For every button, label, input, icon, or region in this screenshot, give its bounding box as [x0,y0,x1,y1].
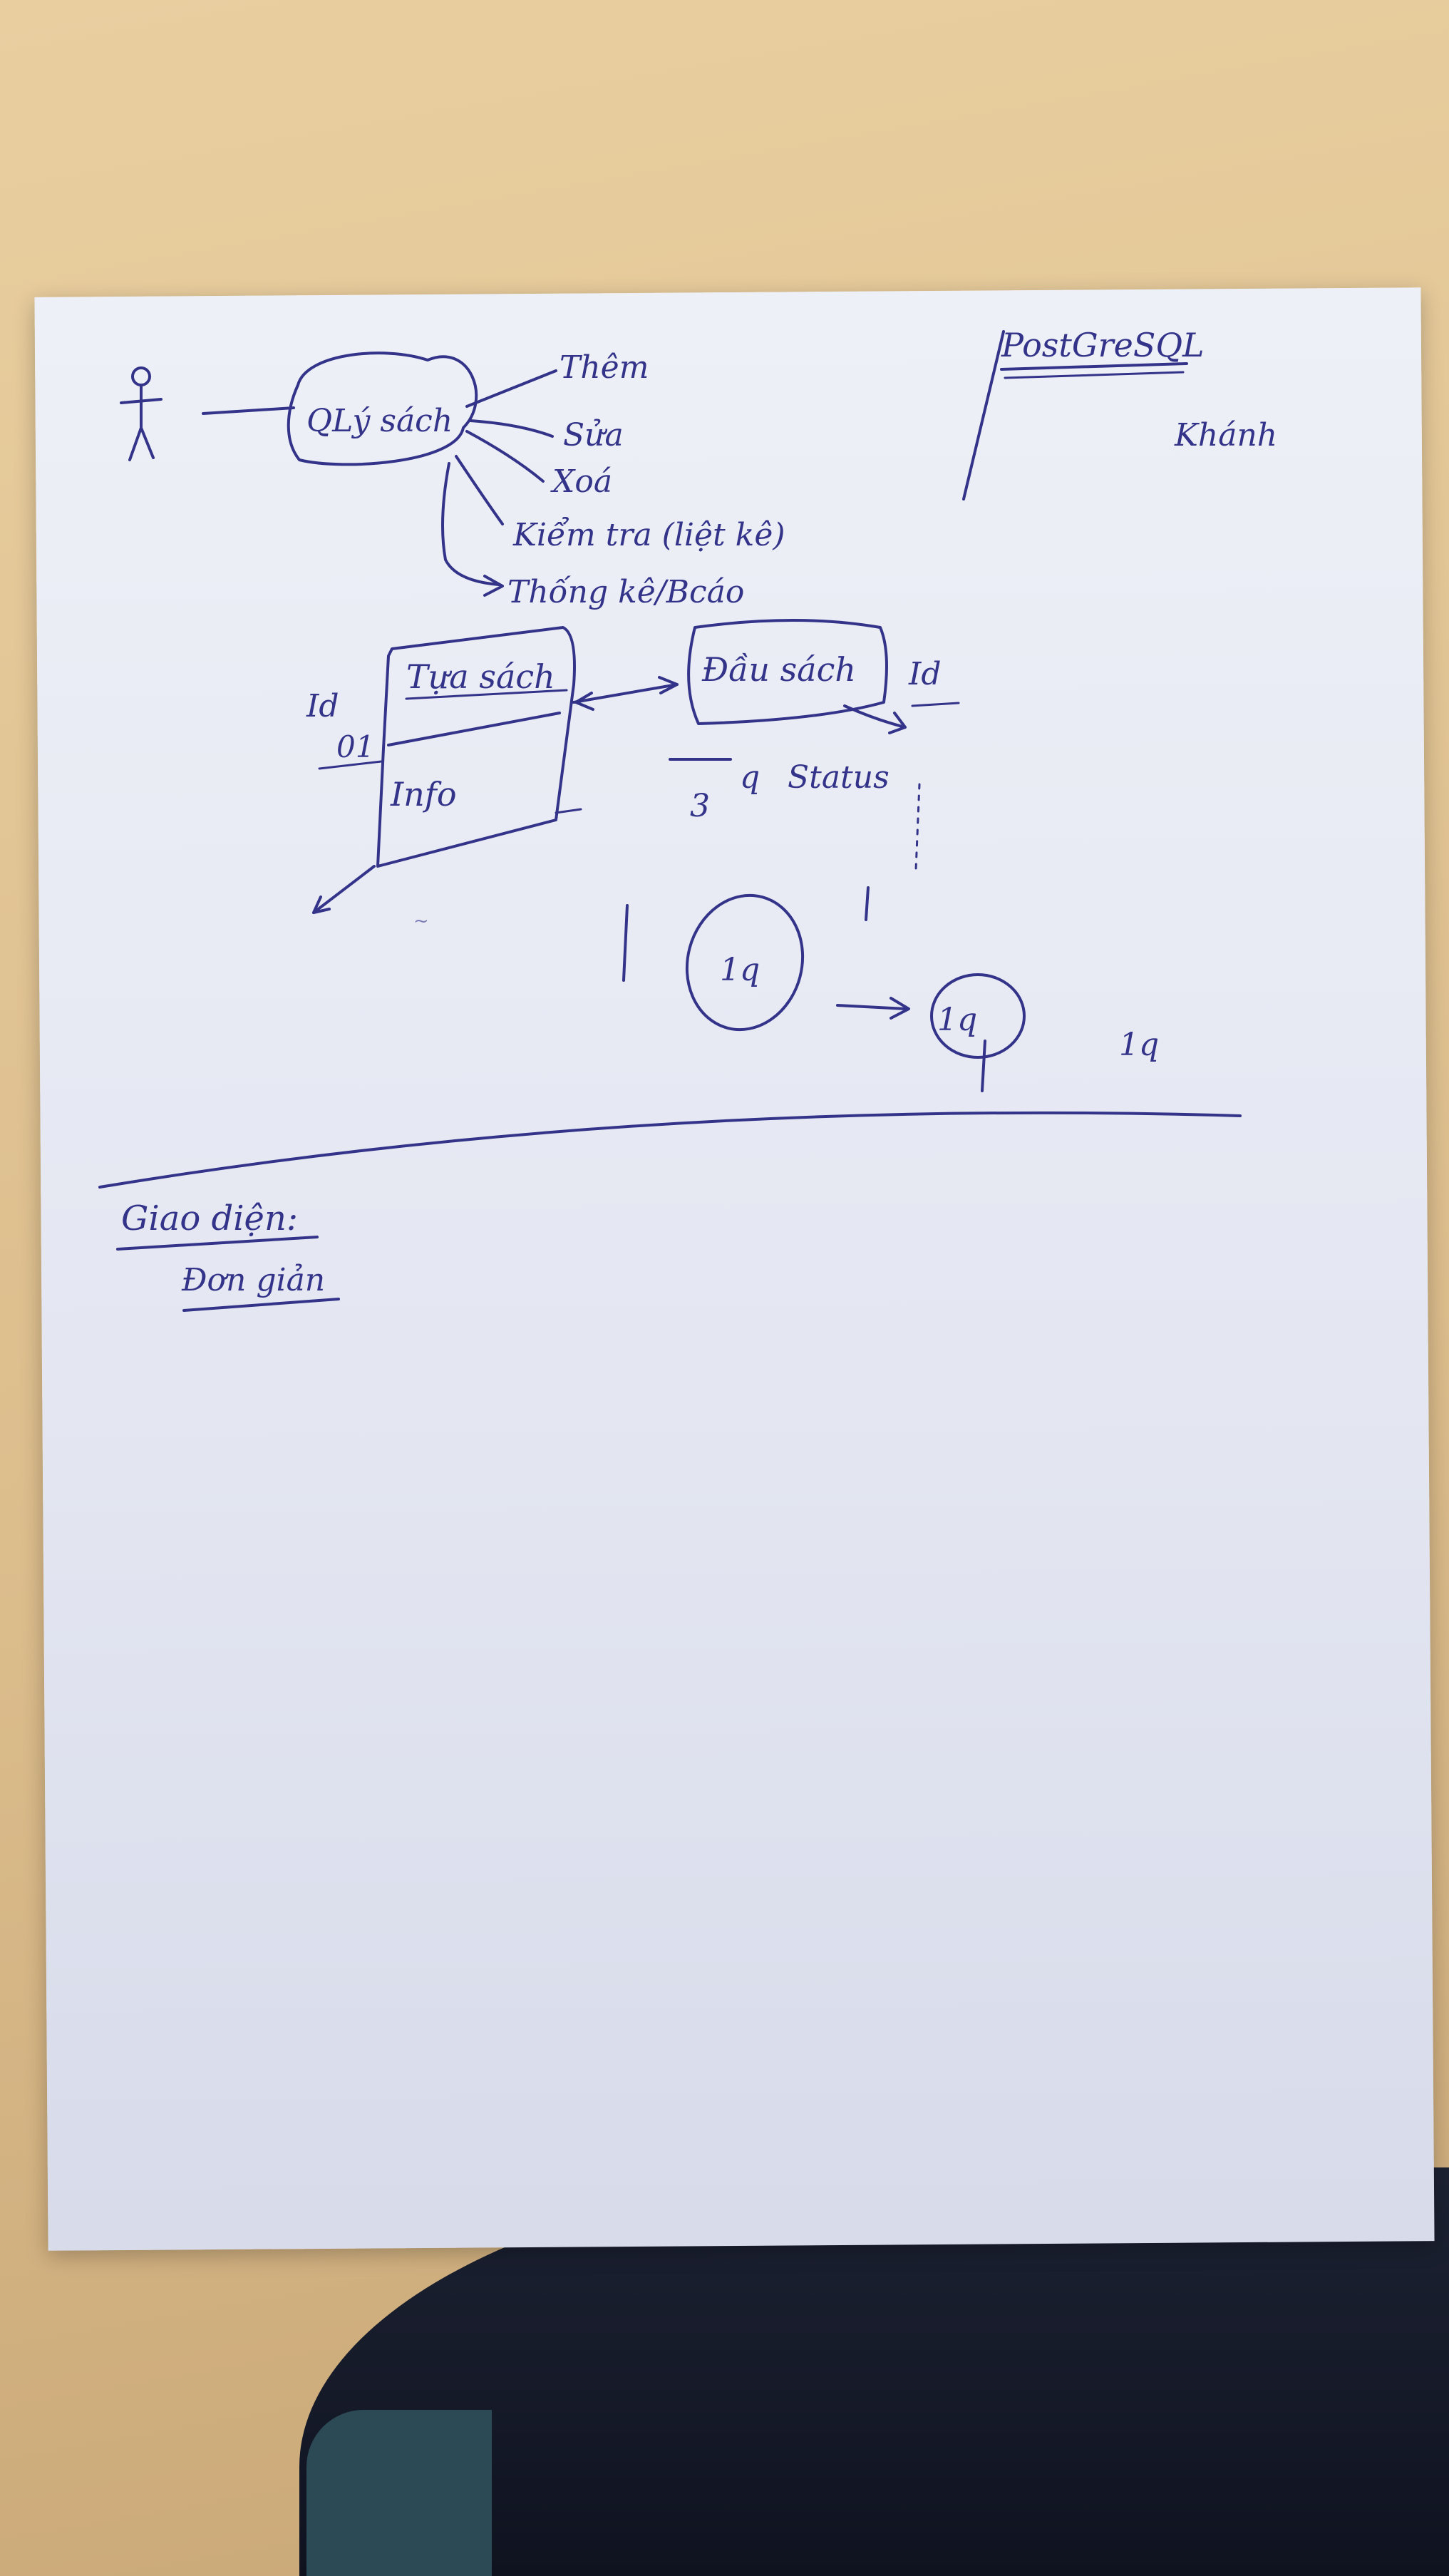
action-add: Thêm [560,349,649,386]
db-underline [1000,362,1188,371]
circle-node-a [685,893,805,1032]
book-id-underline [318,760,383,770]
ui-section-heading: Giao diện: [121,1199,298,1238]
mark-1 [622,904,629,982]
shelf-count: 3 [690,788,710,824]
shelf-box [687,619,888,725]
ui-section-note: Đơn giản [181,1262,325,1298]
mark-2 [865,886,870,921]
circle-connector [836,1004,908,1010]
circle-node-a-label: 1q [720,952,760,988]
shelf-status-label: Status [788,759,889,796]
shelf-out-arrow [843,704,907,734]
shelf-dotted-line [914,783,921,871]
branch-report [441,462,500,586]
branch-add [465,369,557,408]
relation-line [572,683,679,704]
free-node-label: 1q [1119,1027,1159,1063]
circle-connector-arrow [889,997,910,1020]
top-divider [962,330,1005,501]
book-title-underline [405,689,568,700]
ui-heading-underline [116,1236,319,1251]
actor-stick-figure-icon [120,366,163,461]
shelf-id-underline [911,702,960,707]
branch-delete [465,430,545,483]
branch-check [455,455,504,525]
action-report: Thống kê/Bcáo [507,574,744,610]
shelf-id-label: Id [908,656,942,692]
branch-report-arrow [483,575,504,597]
main-node-label: QLý sách [306,403,453,439]
book-title-label: Tựa sách [406,657,555,696]
book-id-value: 01 [336,729,374,764]
circle-node-b-label: 1q [937,1002,977,1038]
relation-arrow-right [658,676,679,694]
shelf-q-mark: q [740,759,760,796]
book-info-label: Info [390,775,457,814]
db-title: PostGreSQL [1001,326,1205,364]
book-box-note: ~ [413,910,429,932]
relation-arrow-left [574,692,594,711]
teal-object [306,2410,492,2576]
book-id-label: Id [306,688,339,724]
action-check: Kiểm tra (liệt kê) [512,516,785,553]
section-divider [98,1111,1242,1189]
branch-edit [469,419,554,438]
action-edit: Sửa [563,417,624,453]
author-name: Khánh [1174,417,1277,453]
book-title-box [376,626,576,868]
main-node-outline [287,351,478,466]
circle-b-down [981,1040,986,1092]
ui-note-underline [182,1298,340,1312]
circle-node-b [930,973,1026,1059]
db-underline-2 [1004,371,1185,379]
book-box-down-arrow [312,865,376,914]
actor-connector [202,406,295,415]
action-delete: Xoá [550,463,612,500]
book-box-tail [555,808,582,814]
shelf-title-label: Đầu sách [701,650,856,689]
book-title-box-divider [387,712,561,746]
